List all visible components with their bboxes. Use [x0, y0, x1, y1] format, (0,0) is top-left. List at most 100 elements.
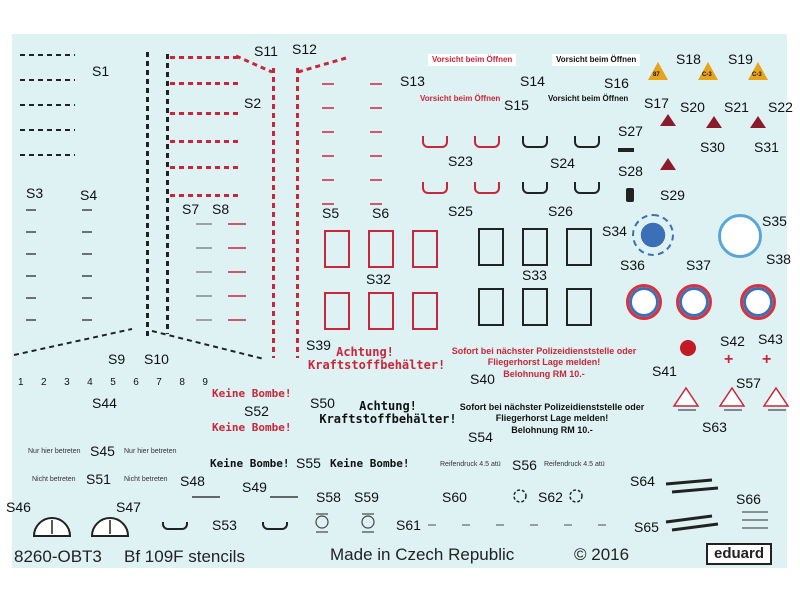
half-circle-stencils — [32, 517, 130, 537]
number: 1 — [18, 377, 24, 388]
label-S62: S62 — [538, 489, 563, 505]
red-dashed-line — [170, 82, 242, 85]
label-S44: S44 — [92, 395, 117, 411]
label-S56: S56 — [512, 457, 537, 473]
dashed-line — [20, 129, 75, 131]
triangle-c3 — [698, 62, 718, 80]
stencil-vorsicht: Vorsicht beim Öffnen — [420, 94, 501, 103]
label-S3: S3 — [26, 185, 44, 201]
label-S52: S52 — [244, 403, 269, 419]
stencil-reifendruck: Reifendruck 4.5 atü — [440, 461, 501, 468]
black-diagonal-stripes — [665, 478, 719, 532]
triangle-label: C-3 — [702, 72, 712, 78]
label-S17: S17 — [644, 95, 669, 111]
stencil-achtung-black: Achtung! Kraftstoffbehälter! — [318, 400, 458, 425]
label-S42: S42 — [720, 333, 745, 349]
bracket-stencil — [574, 136, 600, 148]
label-S54: S54 — [468, 429, 493, 445]
diagonal-lines — [13, 328, 265, 360]
label-S37: S37 — [686, 257, 711, 273]
sofort-line3: Belohnung RM 10.- — [511, 424, 593, 435]
label-S49: S49 — [242, 479, 267, 495]
label-S9: S9 — [108, 351, 126, 367]
label-S65: S65 — [634, 519, 659, 535]
bracket-stencil — [422, 136, 448, 148]
small-black-box — [626, 188, 634, 202]
red-cross-icon: + — [762, 351, 772, 368]
number: 6 — [133, 377, 139, 388]
label-S32: S32 — [366, 271, 391, 287]
sofort-line1: Sofort bei nächster Polizeidienststelle … — [459, 402, 645, 412]
achtung-line2: Kraftstoffbehälter! — [308, 357, 446, 372]
small-dial-stencils — [315, 513, 375, 533]
number: 9 — [202, 377, 208, 388]
number: 7 — [156, 377, 162, 388]
small-stencil-mark — [270, 496, 298, 498]
sheet-code: 8260-OBT3 — [14, 547, 102, 566]
stencil-sofort-red: Sofort bei nächster Polizeidienststelle … — [450, 346, 638, 380]
label-S31: S31 — [754, 139, 779, 155]
sofort-line3: Belohnung RM 10.- — [503, 368, 585, 379]
label-S23: S23 — [448, 153, 473, 169]
red-dashed-line — [170, 56, 242, 59]
made-in-text: Made in Czech Republic — [330, 545, 515, 564]
label-S59: S59 — [354, 489, 379, 505]
label-S41: S41 — [652, 363, 677, 379]
red-blue-ring — [740, 284, 776, 320]
label-S15: S15 — [504, 97, 529, 113]
decal-sheet: S1 S9 S10 S2 S11 S12 S3 S4 S7 S8 — [6, 34, 793, 568]
label-S45: S45 — [90, 443, 115, 459]
number: 3 — [64, 377, 70, 388]
stencil-sofort-black: Sofort bei nächster Polizeidienststelle … — [458, 402, 646, 436]
dashed-line — [20, 154, 75, 156]
number: 8 — [179, 377, 185, 388]
sofort-line2: Fliegerhorst Lage melden! — [495, 413, 609, 424]
label-S46: S46 — [6, 499, 31, 515]
dashed-line — [20, 104, 75, 106]
label-S25: S25 — [448, 203, 473, 219]
maroon-triangle — [660, 114, 676, 126]
triangle-c3 — [748, 62, 768, 80]
warning-triangles — [672, 386, 790, 411]
red-cross-icon: + — [724, 351, 734, 368]
number: 4 — [87, 377, 93, 388]
triangle-label: 87 — [653, 72, 660, 78]
bracket-stencil — [474, 182, 500, 194]
red-blue-ring — [676, 284, 712, 320]
label-S51: S51 — [86, 471, 111, 487]
label-S58: S58 — [316, 489, 341, 505]
label-S22: S22 — [768, 99, 793, 115]
dashed-line — [20, 79, 75, 81]
label-S7: S7 — [182, 201, 200, 217]
bracket-stencil — [262, 522, 288, 530]
blue-circle-stencil — [718, 214, 762, 258]
label-S1: S1 — [92, 63, 110, 79]
bracket-stencil — [522, 182, 548, 194]
label-S30: S30 — [700, 139, 725, 155]
red-dashed-line-vertical — [296, 68, 299, 358]
achtung-line1: Achtung! — [336, 345, 394, 359]
label-S39: S39 — [306, 337, 331, 353]
stencil-keine-bombe-red: Keine Bombe! — [212, 387, 292, 400]
red-dot — [680, 340, 696, 356]
small-black-bar — [618, 148, 634, 152]
label-S4: S4 — [80, 187, 98, 203]
label-S28: S28 — [618, 163, 643, 179]
stencil-keine-bombe-black: Keine Bombe! — [210, 457, 290, 470]
label-S60: S60 — [442, 489, 467, 505]
small-red-stencils — [322, 83, 382, 205]
dashed-line-vertical — [146, 52, 149, 337]
number: 5 — [110, 377, 116, 388]
label-S61: S61 — [396, 517, 421, 533]
red-frame-stencil — [412, 230, 438, 268]
copyright-text: © 2016 — [574, 545, 630, 564]
label-S13: S13 — [400, 73, 425, 89]
red-dashed-line — [170, 140, 242, 143]
bracket-stencil — [522, 136, 548, 148]
stencil-nicht-betreten: Nicht betreten — [32, 476, 76, 483]
black-frame-stencil — [522, 228, 548, 266]
label-S5: S5 — [322, 205, 340, 221]
label-S2: S2 — [244, 95, 262, 111]
label-S66: S66 — [736, 491, 761, 507]
sheet-title: Bf 109F stencils — [124, 547, 245, 566]
